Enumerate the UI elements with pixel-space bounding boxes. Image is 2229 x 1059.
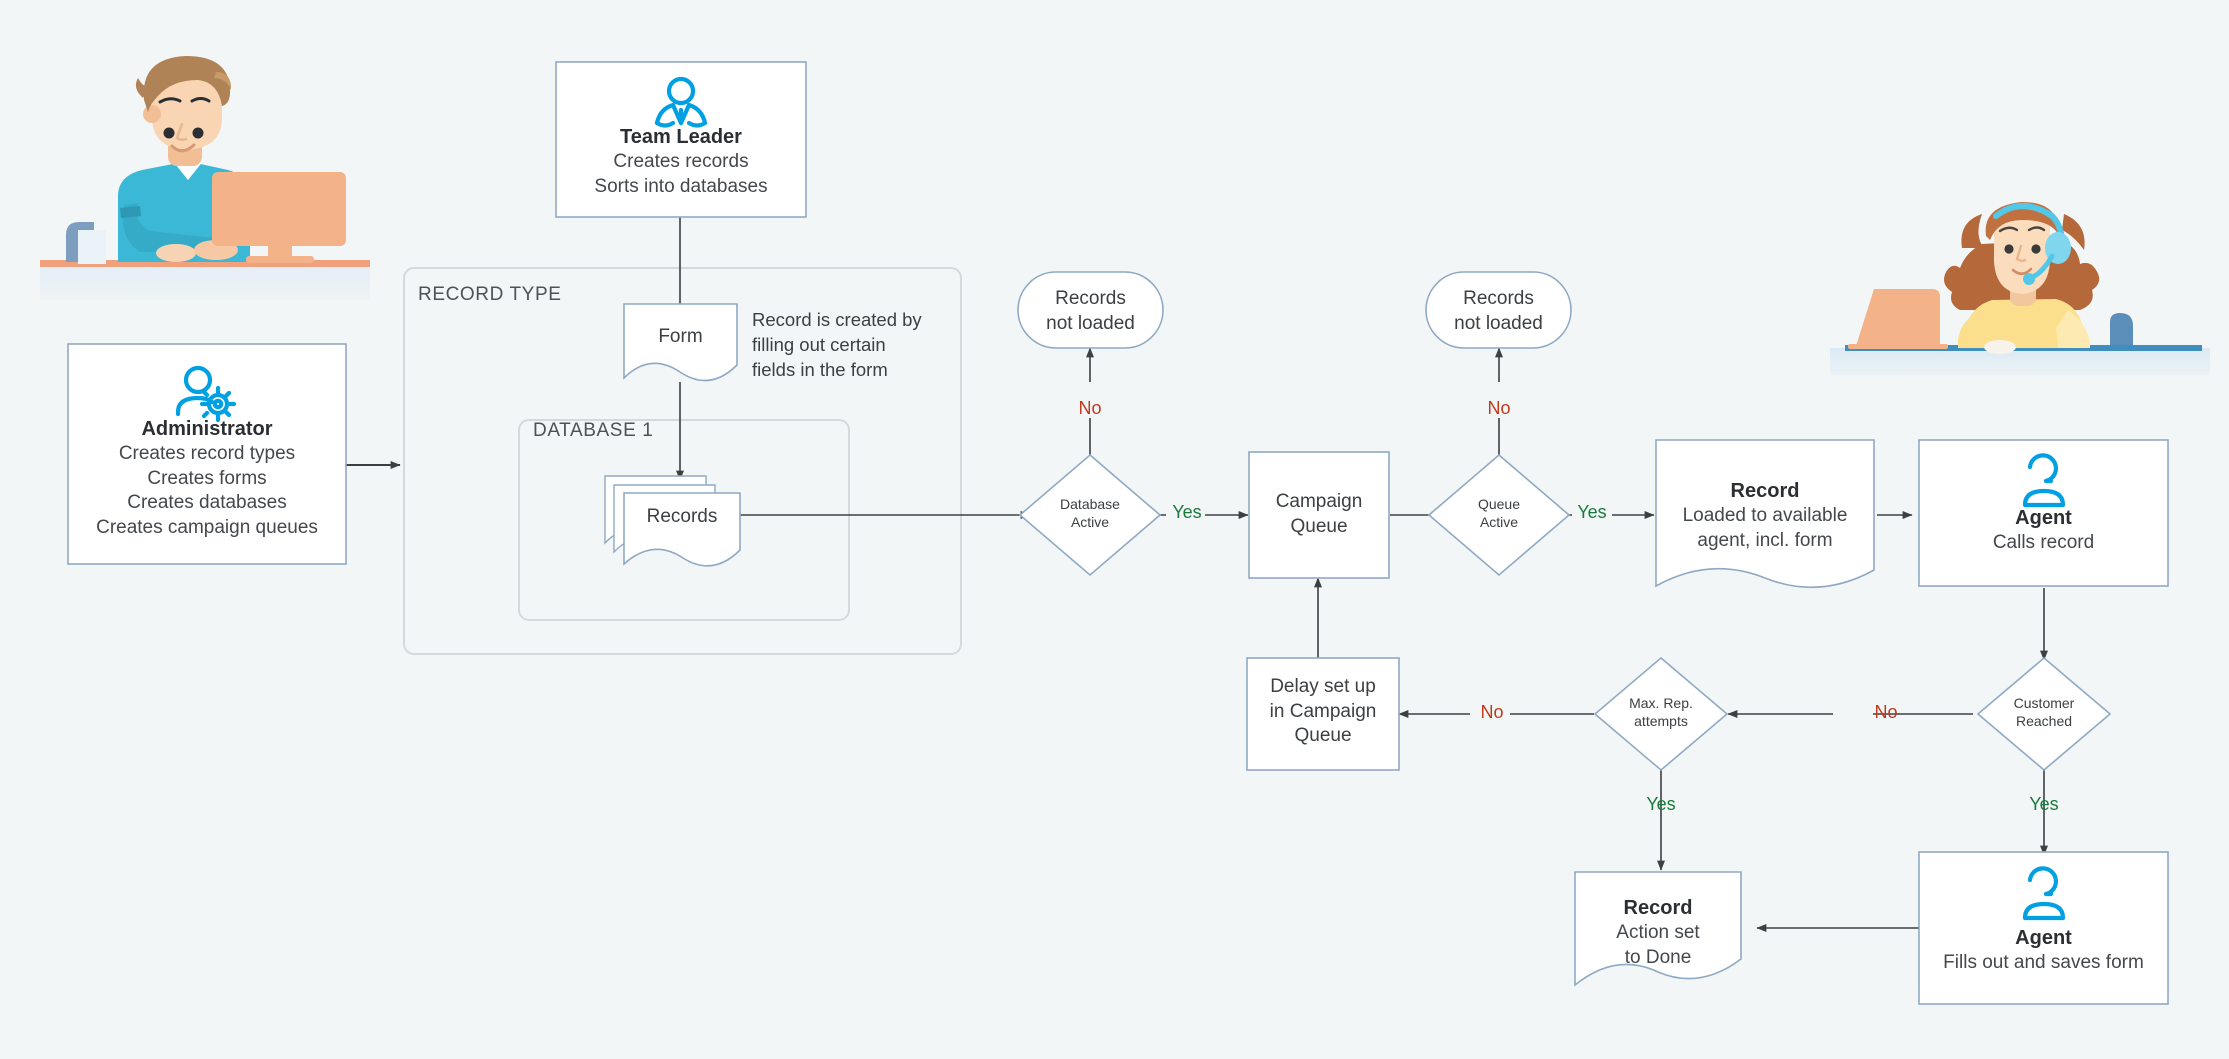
record-type-group-border	[403, 267, 962, 655]
database-1-group-border	[518, 419, 850, 621]
agent-headset-icon	[2022, 866, 2066, 921]
agent-calls-node-shape	[1918, 439, 2169, 587]
queue-active-line-1: Active	[1479, 513, 1519, 530]
form-document-shape	[623, 303, 738, 382]
queue-active-label[interactable]: Queue Active	[1429, 496, 1569, 531]
campaign-queue-line-0: Campaign	[1275, 491, 1363, 512]
customer-reached-diamond	[1976, 656, 2112, 772]
delay-label[interactable]: Delay set up in Campaign Queue	[1247, 675, 1399, 749]
delay-node-shape	[1246, 657, 1400, 771]
database-active-diamond	[1018, 453, 1162, 577]
queue-active-line-0: Queue	[1477, 496, 1521, 512]
edge-label-customer-yes: Yes	[2029, 794, 2059, 814]
edge-label-customer-no: No	[1874, 702, 1898, 722]
edge-label-database-yes: Yes	[1172, 502, 1202, 522]
records-not-loaded-2-line-1: not loaded	[1454, 312, 1543, 334]
form-node-label[interactable]: Form	[658, 326, 703, 347]
records-node-label[interactable]: Records	[646, 506, 718, 527]
max-rep-attempts-line-1: attempts	[1634, 712, 1688, 729]
campaign-queue-label[interactable]: Campaign Queue	[1249, 490, 1389, 539]
form-annotation-line-0: Record is created by	[752, 309, 922, 330]
records-not-loaded-2-line-0: Records	[1463, 288, 1534, 309]
delay-line-2: Queue	[1294, 725, 1352, 747]
customer-reached-line-0: Customer	[2013, 695, 2075, 711]
records-document-shape	[623, 492, 741, 567]
delay-line-0: Delay set up	[1270, 676, 1376, 697]
database-active-line-1: Active	[1070, 513, 1110, 530]
team-leader-node-shape	[555, 61, 807, 218]
queue-active-diamond	[1427, 453, 1571, 577]
person-gear-icon	[175, 365, 237, 423]
database-active-line-0: Database	[1060, 496, 1120, 512]
campaign-queue-shape	[1248, 451, 1390, 579]
records-not-loaded-1-label[interactable]: Records not loaded	[1018, 287, 1163, 336]
database-active-label[interactable]: Database Active	[1020, 496, 1160, 531]
database-1-group-label: DATABASE 1	[533, 420, 654, 441]
record-done-document-shape	[1574, 871, 1742, 987]
edge-label-database-no: No	[1078, 398, 1102, 418]
records-not-loaded-1-shape	[1017, 271, 1164, 349]
customer-reached-label[interactable]: Customer Reached	[1978, 695, 2110, 730]
max-rep-attempts-label[interactable]: Max. Rep. attempts	[1595, 695, 1727, 730]
man-at-desktop-computer-illustration	[40, 56, 370, 300]
records-not-loaded-1-line-1: not loaded	[1046, 312, 1135, 334]
max-rep-attempts-line-0: Max. Rep.	[1629, 695, 1693, 711]
agent-fills-node-shape	[1918, 851, 2169, 1005]
customer-reached-line-1: Reached	[2015, 712, 2073, 729]
edge-label-queue-yes: Yes	[1577, 502, 1607, 522]
campaign-queue-line-1: Queue	[1290, 515, 1348, 537]
records-not-loaded-2-label[interactable]: Records not loaded	[1426, 287, 1571, 336]
edge-label-queue-no: No	[1487, 398, 1511, 418]
form-annotation-line-1: filling out certain	[752, 333, 886, 355]
max-rep-attempts-diamond	[1593, 656, 1729, 772]
edge-label-maxrep-no: No	[1480, 702, 1504, 722]
administrator-node-shape	[67, 343, 347, 565]
woman-with-headset-at-laptop-illustration	[1830, 202, 2210, 375]
agent-headset-icon	[2022, 453, 2066, 508]
records-not-loaded-2-shape	[1425, 271, 1572, 349]
team-leader-icon	[654, 76, 708, 128]
delay-line-1: in Campaign	[1269, 700, 1377, 722]
records-not-loaded-1-line-0: Records	[1055, 288, 1126, 309]
record-loaded-document-shape	[1655, 439, 1875, 589]
record-type-group-label: RECORD TYPE	[418, 284, 562, 305]
form-annotation: Record is created by filling out certain…	[752, 308, 962, 383]
edge-label-maxrep-yes: Yes	[1646, 794, 1676, 814]
form-annotation-line-2: fields in the form	[752, 358, 888, 380]
